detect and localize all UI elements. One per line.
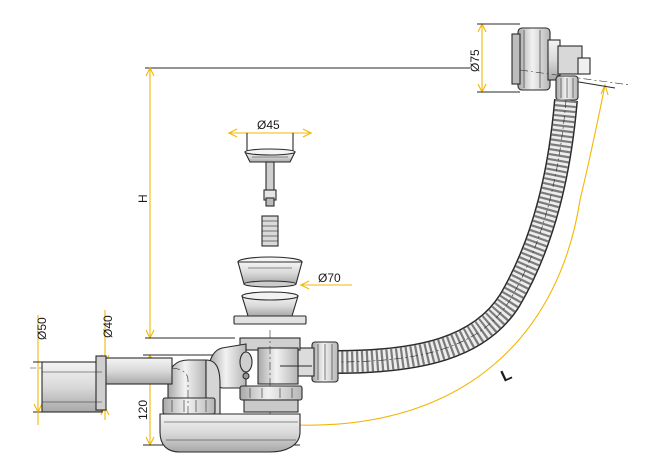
dimension-labels: Ø75 Ø45 Ø70 Ø50 Ø40 H 120 L [35, 49, 515, 420]
label-h120: 120 [136, 400, 150, 420]
overflow-head [511, 27, 631, 101]
plug-stem [263, 161, 277, 207]
label-h: H [136, 194, 150, 203]
label-l: L [499, 366, 515, 386]
drain-body-flange [233, 291, 307, 325]
label-d70: Ø70 [318, 271, 341, 285]
label-d50: Ø50 [35, 317, 49, 340]
label-d45: Ø45 [257, 118, 280, 132]
drain-plug-cap [244, 148, 296, 163]
outlet-elbow [30, 359, 221, 415]
label-d75: Ø75 [468, 49, 482, 72]
corrugated-hose [334, 98, 578, 374]
hose-connector [297, 341, 339, 383]
outlet-pipe [41, 355, 173, 413]
label-d40: Ø40 [101, 315, 115, 338]
waste-flange [237, 256, 303, 288]
threaded-spindle [261, 215, 279, 247]
trap-bowl [159, 385, 303, 453]
